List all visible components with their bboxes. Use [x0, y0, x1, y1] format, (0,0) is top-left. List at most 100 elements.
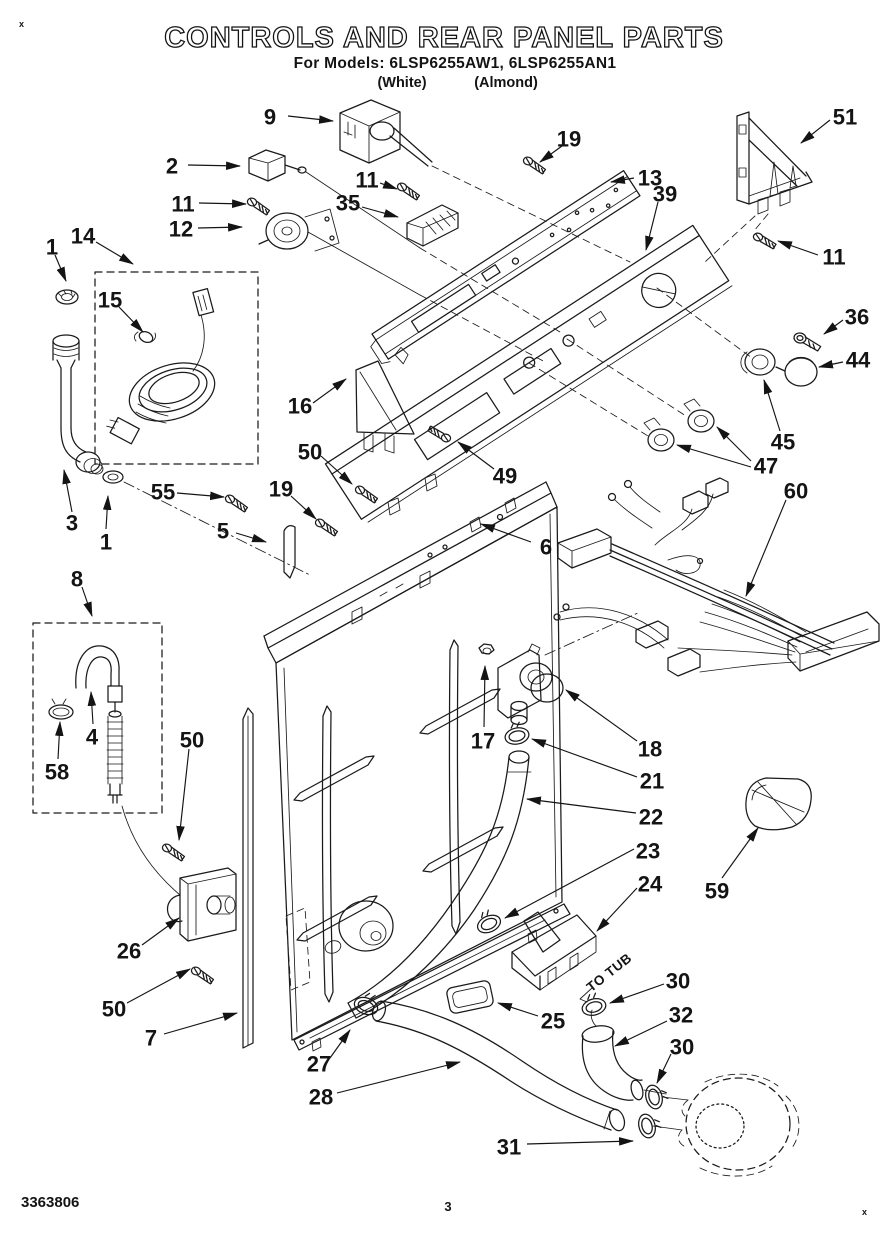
callout-19: 19 — [269, 477, 293, 502]
water-inlet-valve — [497, 643, 564, 726]
leader-11 — [379, 180, 399, 190]
callout-44: 44 — [846, 348, 871, 373]
leader-8 — [81, 586, 93, 618]
leader-9 — [287, 115, 335, 124]
knob — [775, 356, 818, 387]
corner-mark-bottom-right: x — [862, 1207, 867, 1217]
leader-12 — [197, 223, 244, 232]
elbow-hose-32 — [581, 1009, 644, 1101]
callout-1: 1 — [46, 235, 58, 260]
callout-30: 30 — [666, 969, 690, 994]
callout-32: 32 — [669, 1003, 693, 1028]
callout-50: 50 — [180, 728, 204, 753]
console-panel — [324, 224, 733, 523]
callout-6: 6 — [540, 535, 552, 560]
leader-25 — [496, 1002, 539, 1017]
callout-13: 13 — [638, 166, 662, 191]
panel-clip — [283, 525, 296, 579]
leader-23 — [504, 848, 635, 919]
dial-skirt — [740, 348, 776, 376]
valve-nut — [478, 643, 495, 655]
callout-26: 26 — [117, 939, 141, 964]
leader-1 — [54, 254, 67, 282]
callout-36: 36 — [845, 305, 869, 330]
leader-11 — [198, 199, 248, 208]
leader-58 — [54, 720, 64, 760]
pressure-switch — [258, 208, 421, 296]
callout-51: 51 — [833, 105, 857, 130]
callout-12: 12 — [169, 217, 193, 242]
leader-4 — [87, 690, 97, 725]
callout-15: 15 — [98, 288, 122, 313]
models-line: For Models: 6LSP6255AW1, 6LSP6255AN1 — [294, 55, 617, 72]
callout-58: 58 — [45, 760, 69, 785]
leader-5 — [235, 532, 268, 543]
timer — [339, 99, 433, 167]
finish-white: (White) — [377, 75, 426, 91]
callout-28: 28 — [309, 1085, 333, 1110]
side-trim-7 — [242, 707, 254, 1049]
callout-31: 31 — [497, 1135, 521, 1160]
leader-22 — [525, 796, 637, 814]
callout-1: 1 — [100, 530, 112, 555]
callout-60: 60 — [784, 479, 808, 504]
callout-8: 8 — [71, 567, 83, 592]
alignment-lines — [419, 165, 756, 656]
page-number: 3 — [444, 1199, 451, 1214]
callout-35: 35 — [336, 191, 360, 216]
callout-47: 47 — [754, 454, 778, 479]
leader-19 — [539, 145, 563, 163]
hose-clamp-58 — [48, 698, 74, 720]
drain-hose-box — [32, 622, 163, 814]
leader-49 — [457, 441, 495, 470]
diagram-title: CONTROLS AND REAR PANEL PARTS — [164, 22, 724, 54]
callout-16: 16 — [288, 394, 312, 419]
leader-18 — [565, 689, 638, 742]
callout-17: 17 — [471, 729, 495, 754]
leader-30 — [656, 1053, 672, 1084]
leader-60 — [745, 499, 787, 597]
leader-44 — [817, 359, 844, 369]
callout-25: 25 — [541, 1009, 565, 1034]
document-number: 3363806 — [21, 1194, 79, 1211]
hose-clamps-30 — [578, 990, 689, 1141]
leader-55 — [176, 491, 226, 501]
to-tub-leader — [579, 987, 593, 1003]
control-panel-rail — [370, 169, 641, 365]
inlet-hose-3 — [52, 289, 311, 576]
leader-26 — [141, 917, 180, 946]
callout-19: 19 — [557, 127, 581, 152]
leader-13 — [609, 175, 635, 184]
leader-14 — [95, 241, 134, 265]
pump-phantom — [678, 1073, 800, 1177]
leader-16 — [312, 378, 347, 404]
callout-55: 55 — [151, 480, 175, 505]
callout-9: 9 — [264, 105, 276, 130]
leader-50 — [320, 455, 353, 485]
leader-11 — [776, 240, 819, 256]
leader-2 — [187, 161, 242, 171]
to-tub-label: TO TUB — [584, 950, 635, 994]
leader-59 — [721, 827, 759, 879]
leader-28 — [336, 1061, 462, 1094]
console-bracket — [736, 111, 813, 232]
leader-6 — [479, 523, 532, 543]
leader-51 — [800, 119, 831, 144]
cover-plate-25 — [446, 980, 494, 1014]
fill-hose — [347, 750, 532, 1019]
callout-50: 50 — [102, 997, 126, 1022]
callout-7: 7 — [145, 1026, 157, 1051]
leader-15 — [118, 306, 144, 333]
callout-11: 11 — [822, 245, 845, 270]
switch — [248, 149, 421, 249]
leader-19 — [290, 495, 317, 520]
rear-panel — [263, 481, 571, 1052]
leader-32 — [614, 1020, 668, 1047]
leader-45 — [763, 378, 781, 432]
callout-30: 30 — [670, 1035, 694, 1060]
leader-47 — [675, 444, 752, 468]
console-endcap — [355, 360, 415, 454]
callout-21: 21 — [640, 769, 664, 794]
leader-24 — [596, 887, 638, 932]
